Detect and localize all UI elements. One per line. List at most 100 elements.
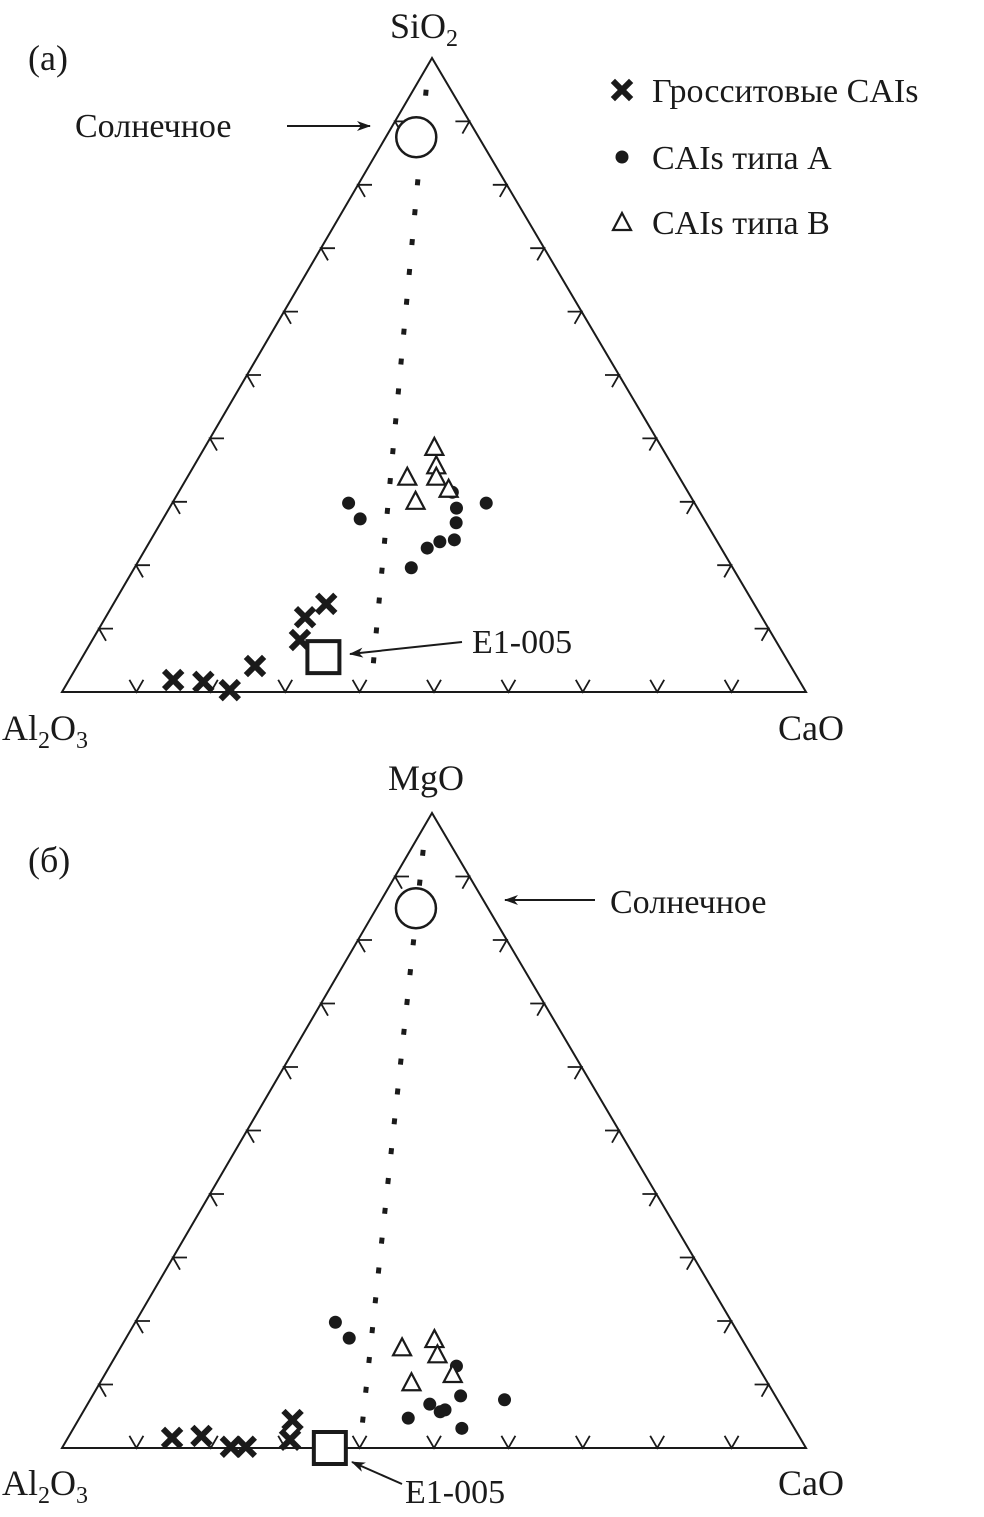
bottom-tick <box>575 1435 591 1450</box>
left-side-tick <box>208 437 224 452</box>
right-side-tick <box>567 310 584 325</box>
cross-mark-stroke <box>218 678 242 702</box>
right-side-tick <box>642 1193 658 1207</box>
legend-cross-icon <box>610 78 634 102</box>
legend-triangle-icon <box>611 210 633 232</box>
data-point-dot <box>438 1403 452 1417</box>
data-point-open-triangle <box>423 435 446 457</box>
data-point-cross <box>192 670 215 694</box>
cross-mark-stroke <box>278 1428 302 1451</box>
panel-b-right-axis-label: CaO <box>778 1463 844 1503</box>
data-point-dot <box>404 561 418 575</box>
data-point-cross <box>234 1435 258 1458</box>
data-point-open-triangle <box>404 489 427 510</box>
left-side-tick <box>208 1193 224 1207</box>
bottom-tick <box>277 679 293 694</box>
left-side-tick <box>245 1129 261 1144</box>
cross-mark-stroke <box>293 605 317 629</box>
data-point-dot <box>328 1315 342 1329</box>
panel-b-e1-005-label: E1-005 <box>405 1474 505 1511</box>
solar-composition-circle <box>395 116 438 159</box>
data-point-dot <box>423 1397 437 1411</box>
panel-a-e1-005-arrow <box>349 641 463 658</box>
data-point-open-triangle <box>396 465 419 486</box>
data-point-open-triangle <box>391 1335 413 1357</box>
right-side-tick <box>492 939 509 953</box>
right-side-tick <box>530 1002 546 1017</box>
cross-mark-stroke <box>281 1408 304 1432</box>
data-point-dot <box>353 512 367 526</box>
right-side-tick <box>679 1256 696 1271</box>
legend-dot-marker <box>615 150 629 164</box>
data-point-dot <box>479 496 493 510</box>
data-point-dot <box>449 516 463 530</box>
solar-composition-circle <box>394 887 438 930</box>
right-side-tick <box>754 1383 771 1398</box>
bottom-tick <box>575 679 591 694</box>
legend-label-type-a: CAIs типа A <box>652 140 832 177</box>
right-side-tick <box>642 437 658 452</box>
left-side-tick <box>245 374 261 388</box>
bottom-tick <box>351 679 368 694</box>
panel-a-left-axis-label: Al2O3 <box>2 708 88 754</box>
cross-mark-stroke <box>192 670 215 694</box>
panel-a-e1-005-label: E1-005 <box>472 624 572 661</box>
legend-dot-icon <box>615 150 629 164</box>
bottom-tick <box>426 1435 442 1450</box>
left-side-tick <box>356 183 372 198</box>
legend-label-type-b: CAIs типа B <box>652 205 830 242</box>
cross-mark-stroke <box>160 1426 184 1450</box>
data-point-cross <box>190 1424 213 1448</box>
cross-mark-stroke <box>190 1424 213 1448</box>
data-point-cross <box>293 605 317 629</box>
bottom-tick <box>500 1435 517 1450</box>
bottom-tick <box>723 1435 740 1450</box>
bottom-tick <box>128 679 145 694</box>
data-point-dot <box>401 1411 415 1425</box>
cross-mark-stroke <box>314 592 338 616</box>
data-point-dot <box>447 533 461 547</box>
data-point-open-triangle <box>400 1370 423 1392</box>
panel-b-label: (б) <box>28 840 70 880</box>
bottom-tick <box>351 1435 368 1450</box>
dotted-trend-line <box>369 89 429 681</box>
panel-a-label: (a) <box>28 38 68 78</box>
panel-a-solar-label: Солнечное <box>75 108 231 145</box>
right-side-tick <box>605 1129 621 1144</box>
right-side-tick <box>530 247 546 261</box>
data-point-cross <box>160 1426 184 1450</box>
right-side-tick <box>717 564 733 578</box>
legend-label-grossite: Гросситовые CAIs <box>652 73 918 110</box>
panel-a-top-axis-label: SiO2 <box>390 6 458 52</box>
right-side-tick <box>455 120 471 135</box>
data-point-cross <box>278 1428 302 1451</box>
panel-b-top-axis-label: MgO <box>388 758 464 798</box>
left-side-tick <box>97 627 113 642</box>
panel-a-right-axis-label: CaO <box>778 708 844 748</box>
data-point-dot <box>449 501 463 515</box>
bottom-tick <box>649 679 665 694</box>
cross-mark-stroke <box>161 668 185 692</box>
data-point-cross <box>314 592 338 616</box>
panel-b-e1-005-arrow <box>351 1461 403 1485</box>
data-point-cross <box>243 654 267 678</box>
left-side-tick <box>282 1066 298 1080</box>
data-point-dot <box>420 541 434 555</box>
data-point-cross <box>218 678 242 702</box>
right-side-tick <box>717 1320 733 1334</box>
data-point-open-triangle <box>437 477 460 498</box>
left-side-tick <box>356 939 372 953</box>
bottom-tick <box>723 679 740 694</box>
right-side-tick <box>492 183 509 198</box>
legend-cross-marker <box>610 78 634 102</box>
bottom-tick <box>128 1435 145 1450</box>
left-side-tick <box>393 875 409 890</box>
data-point-dot <box>454 1389 468 1403</box>
bottom-tick <box>426 679 442 694</box>
data-point-open-triangle <box>425 465 448 486</box>
ternary-panel-1 <box>60 811 808 1466</box>
left-side-tick <box>134 1320 150 1334</box>
data-point-dot <box>498 1393 512 1407</box>
ternary-panel-0 <box>60 56 808 702</box>
